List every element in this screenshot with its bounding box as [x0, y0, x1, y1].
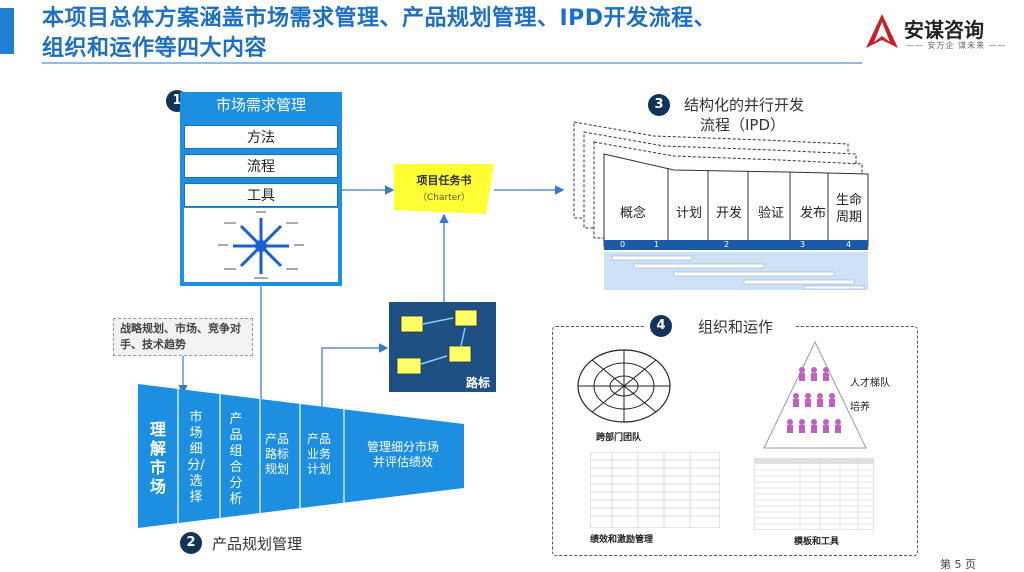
company-logo-icon — [866, 14, 898, 48]
section3-badge: 3 — [648, 94, 670, 116]
charter-document — [394, 164, 494, 214]
ipd-tick-4: 4 — [846, 240, 852, 249]
company-logo-name: 安谋咨询 — [904, 18, 984, 42]
market-star-diagram — [184, 208, 338, 282]
section2-badge: 2 — [180, 532, 202, 554]
page-title-line1: 本项目总体方案涵盖市场需求管理、产品规划管理、IPD开发流程、 — [42, 6, 717, 31]
ipd-phase-release: 发布 — [800, 206, 827, 221]
ipd-tick-0: 0 — [620, 240, 626, 249]
section2-title: 产品规划管理 — [212, 535, 303, 553]
title-underline — [42, 62, 862, 64]
roadmap-panel — [389, 302, 496, 392]
ipd-process-diagram — [573, 121, 869, 290]
section3-title-line2: 流程（IPD） — [700, 116, 786, 134]
ipd-phase-develop: 开发 — [716, 206, 743, 221]
ipd-phase-lifecycle: 生命周期 — [836, 193, 863, 225]
roadmap-diagram-icon — [396, 309, 478, 375]
company-logo-slogan: —— 安万企 谋未来 —— — [906, 41, 1007, 50]
cross-team-label: 跨部门团队 — [596, 433, 642, 443]
section4-badge: 4 — [650, 315, 672, 337]
star-diagram-icon — [218, 211, 304, 279]
ipd-tick-3: 3 — [800, 240, 806, 249]
performance-table-icon — [590, 452, 720, 528]
page-number: 第 5 页 — [940, 558, 976, 571]
funnel-step-portfolio: 产品组合分析 — [229, 412, 243, 507]
roadmap-label: 路标 — [466, 376, 491, 390]
charter-subtitle: （Charter） — [418, 193, 470, 203]
ipd-phase-concept: 概念 — [620, 206, 647, 221]
charter-title: 项目任务书 — [416, 174, 472, 187]
performance-label: 绩效和激励管理 — [590, 535, 654, 545]
market-process-item: 流程 — [184, 154, 338, 178]
market-method-item: 方法 — [184, 125, 338, 149]
funnel-step-understand-market: 理解市场 — [149, 420, 166, 496]
ipd-phase-verify: 验证 — [758, 206, 785, 221]
talent-label-line1: 人才梯队 — [850, 378, 890, 389]
page-title: 本项目总体方案涵盖市场需求管理、产品规划管理、IPD开发流程、 组织和运作等四大… — [42, 4, 842, 64]
talent-label-line2: 培养 — [850, 402, 870, 413]
talent-pyramid-icon — [763, 340, 867, 449]
funnel-step-business-plan: 产品业务计划 — [306, 432, 331, 476]
cross-team-wheel-icon — [577, 349, 671, 423]
page-title-line2: 组织和运作等四大内容 — [42, 36, 268, 61]
market-management-title: 市场需求管理 — [215, 96, 306, 114]
funnel-step-roadmap: 产品路标规划 — [264, 432, 289, 476]
funnel-step-manage-segment: 管理细分市场并评估绩效 — [366, 440, 439, 469]
templates-label: 模板和工具 — [794, 537, 840, 547]
market-tools-item: 工具 — [184, 183, 338, 207]
section3-title-line1: 结构化的并行开发 — [684, 96, 805, 114]
strategy-note-box: 战略规划、市场、竞争对手、技术趋势 — [113, 318, 253, 356]
ipd-phase-plan: 计划 — [676, 206, 703, 221]
product-planning-funnel — [138, 384, 464, 528]
ipd-tick-2: 2 — [724, 240, 730, 249]
templates-table-icon — [754, 458, 874, 530]
ipd-tick-1: 1 — [654, 240, 660, 249]
title-accent-bar — [0, 8, 14, 54]
section4-title: 组织和运作 — [698, 318, 774, 336]
funnel-step-segmentation: 市场细分/选择 — [187, 410, 205, 505]
